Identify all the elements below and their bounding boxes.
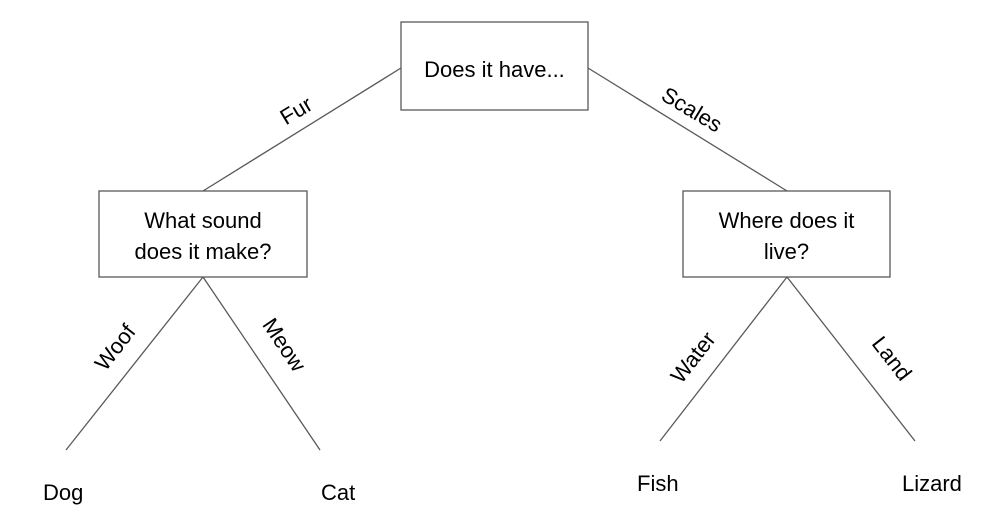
scales-question-node: Where does it live?: [682, 190, 891, 278]
leaf-fish: Fish: [637, 471, 679, 496]
fur-question-node-box: [98, 190, 308, 278]
leaf-dog: Dog: [43, 480, 83, 505]
edge-water-line: [659, 276, 788, 442]
fur-question-label-line-1: What sound: [144, 208, 261, 233]
fur-question-node: What sound does it make?: [98, 190, 308, 278]
scales-question-label-line-2: live?: [764, 239, 809, 264]
edge-woof-line: [65, 276, 204, 451]
leaf-lizard: Lizard: [902, 471, 962, 496]
scales-question-node-box: [682, 190, 891, 278]
leaf-cat: Cat: [321, 480, 355, 505]
scales-question-label-line-1: Where does it: [719, 208, 855, 233]
edge-scales-line: [587, 67, 788, 192]
fur-question-label-line-2: does it make?: [135, 239, 272, 264]
root-node-box: [400, 21, 589, 111]
edge-scales-label: Scales: [657, 82, 726, 137]
edge-fur-line: [202, 67, 402, 192]
edge-woof-label: Woof: [90, 319, 142, 375]
edge-water-label: Water: [665, 327, 720, 388]
edge-meow-line: [202, 276, 321, 451]
edge-meow-label: Meow: [257, 313, 311, 376]
edge-land-label: Land: [867, 331, 917, 385]
root-node-label: Does it have...: [424, 57, 565, 82]
edge-land-line: [786, 276, 916, 442]
root-node: Does it have...: [400, 21, 589, 111]
